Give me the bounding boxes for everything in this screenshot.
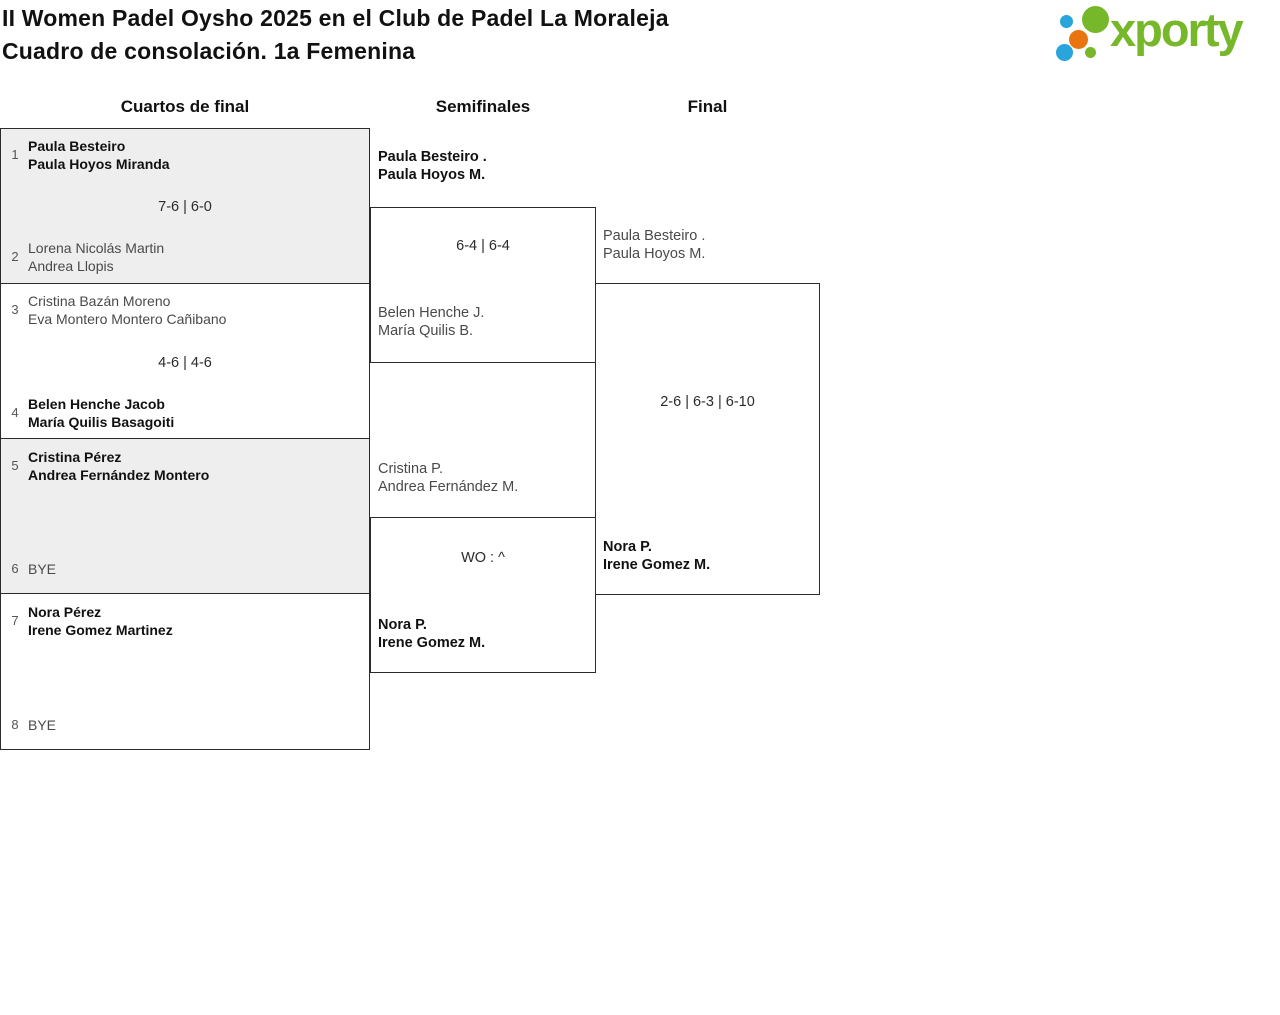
logo-dot-blue-small-icon [1060,15,1073,28]
round-header-quarterfinals: Cuartos de final [120,97,250,116]
logo-wordmark: xporty [1110,3,1244,56]
team-qf3-top: 5 Cristina Pérez Andrea Fernández Monter… [0,448,209,484]
tournament-title: II Women Padel Oysho 2025 en el Club de … [2,5,669,31]
score-sf1: 6-4 | 6-4 [456,238,510,254]
score-sf2: WO : ^ [461,550,505,566]
seed-number: 2 [11,249,19,264]
team-names: Cristina Pérez Andrea Fernández Montero [28,449,210,483]
team-qf2-bottom: 4 Belen Henche Jacob María Quilis Basago… [0,395,174,431]
match-box-sf2 [370,517,596,673]
team-sf2-top: Cristina P. Andrea Fernández M. [378,461,519,495]
match-box-final [595,283,820,595]
seed-number: 1 [11,147,19,162]
bracket-subtitle: Cuadro de consolación. 1a Femenina [2,38,416,64]
xporty-logo: xporty [1048,0,1278,75]
team-sf1-bottom: Belen Henche J. María Quilis B. [378,305,485,339]
team-final-top: Paula Besteiro . Paula Hoyos M. [603,228,706,262]
team-qf1-bottom: 2 Lorena Nicolás Martin Andrea Llopis [0,239,164,275]
match-box-qf2 [0,283,370,439]
team-sf1-top: Paula Besteiro . Paula Hoyos M. [378,149,487,183]
match-box-qf4 [0,593,370,750]
seed-number: 8 [11,717,19,732]
team-names: Cristina Bazán Moreno Eva Montero Monter… [28,293,227,327]
team-names: BYE [28,717,57,733]
logo-dot-orange-icon [1069,30,1088,49]
team-names: Nora Pérez Irene Gomez Martinez [28,604,173,638]
logo-dot-green-large-icon [1082,6,1109,33]
team-final-bottom-champion: Nora P. Irene Gomez M. [603,539,711,573]
round-header-semifinals: Semifinales [435,97,531,116]
logo-dot-green-small-icon [1085,47,1096,58]
team-qf4-bottom-bye: 8 BYE [0,716,56,734]
seed-number: 6 [11,561,19,576]
seed-number: 5 [11,458,19,473]
team-names: BYE [28,561,57,577]
seed-number: 3 [11,302,19,317]
team-qf2-top: 3 Cristina Bazán Moreno Eva Montero Mont… [0,292,226,328]
seed-number: 4 [11,405,19,420]
team-sf2-bottom: Nora P. Irene Gomez M. [378,617,486,651]
team-qf3-bottom-bye: 6 BYE [0,560,56,578]
match-box-qf1 [0,128,370,284]
team-qf1-top: 1 Paula Besteiro Paula Hoyos Miranda [0,137,170,173]
team-names: Paula Besteiro Paula Hoyos Miranda [28,138,170,172]
score-final: 2-6 | 6-3 | 6-10 [660,394,755,410]
score-qf1: 7-6 | 6-0 [158,199,212,215]
seed-number: 7 [11,613,19,628]
round-header-final: Final [687,97,728,116]
team-names: Lorena Nicolás Martin Andrea Llopis [28,240,165,274]
team-qf4-top: 7 Nora Pérez Irene Gomez Martinez [0,603,173,639]
team-names: Belen Henche Jacob María Quilis Basagoit… [28,396,175,430]
logo-dot-blue-large-icon [1056,44,1073,61]
page-title: II Women Padel Oysho 2025 en el Club de … [2,2,669,68]
match-box-sf1 [370,207,596,363]
score-qf2: 4-6 | 4-6 [158,355,212,371]
